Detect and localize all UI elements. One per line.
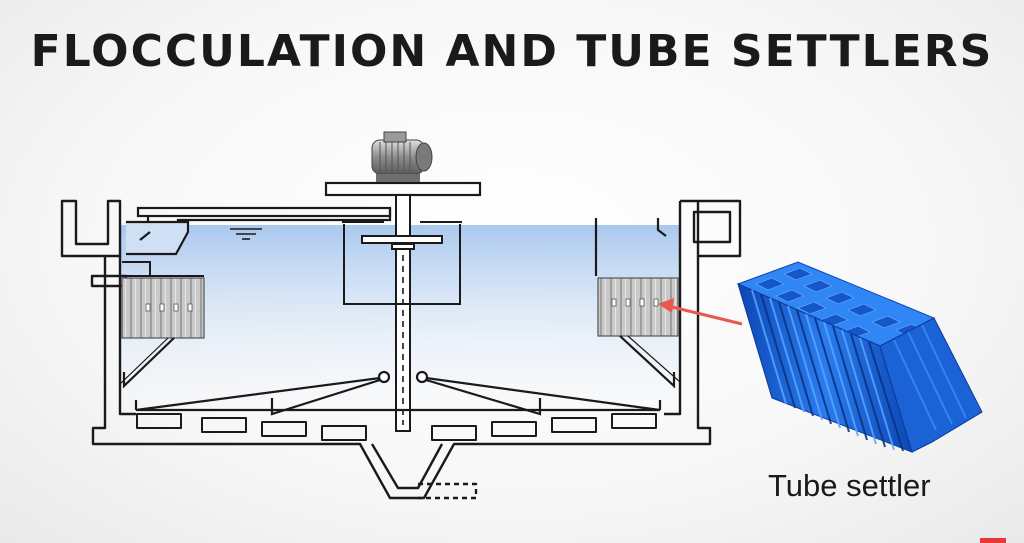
motor-icon [371,131,433,182]
tube-settler-left [119,261,205,389]
tube-settler-right [597,277,681,389]
flocculation-well [342,221,462,305]
water-level-symbol [230,228,262,240]
scraper-arms [134,370,662,416]
tank-outline [60,199,742,500]
tube-settler-caption: Tube settler [768,468,931,503]
mixer-shaft [395,194,411,432]
slide-title: FLOCCULATION AND TUBE SETTLERS [30,26,994,77]
tube-settler-image [736,261,983,453]
video-progress-marker [980,538,1006,543]
pointer-arrow [658,298,743,326]
feed-bridge [126,181,667,276]
